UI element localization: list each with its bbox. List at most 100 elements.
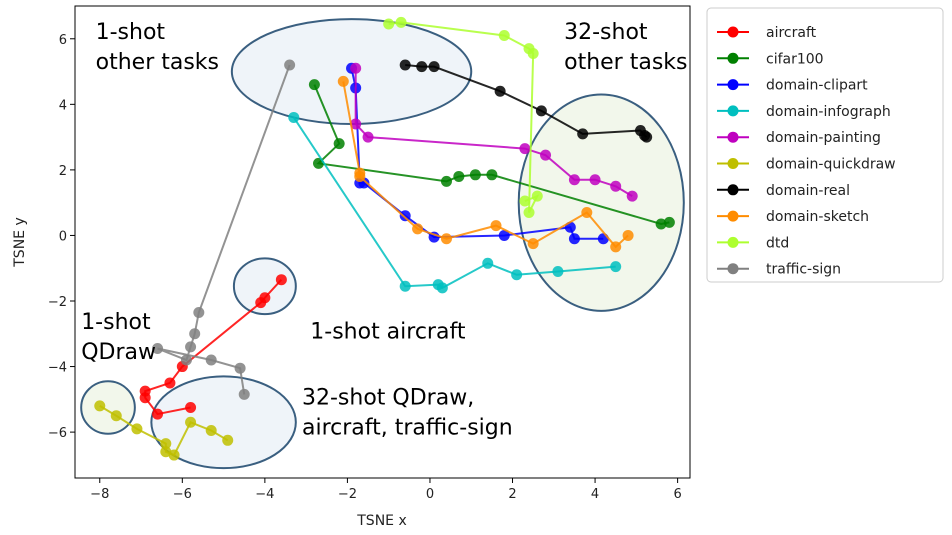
legend-label: domain-real (766, 183, 850, 199)
legend-swatch-marker (727, 210, 739, 222)
legend-item-traffic-sign: traffic-sign (717, 262, 841, 278)
data-point (354, 170, 366, 182)
legend-label: domain-painting (766, 130, 881, 146)
legend-swatch-marker (727, 52, 739, 64)
data-point (189, 328, 201, 340)
data-point (160, 438, 172, 450)
y-tick-label: −4 (48, 361, 67, 376)
data-point (193, 306, 205, 318)
annotation-line: QDraw (81, 340, 156, 365)
data-point (498, 229, 510, 241)
series-cifar100 (308, 79, 675, 230)
data-point (440, 233, 452, 245)
x-tick-label: −2 (338, 487, 357, 502)
legend-item-domain-infograph: domain-infograph (717, 104, 891, 120)
annotation-line: 1-shot aircraft (310, 320, 466, 345)
data-point (180, 354, 192, 366)
data-point (440, 175, 452, 187)
data-point (395, 16, 407, 28)
legend-swatch-marker (727, 184, 739, 196)
data-point (350, 118, 362, 130)
data-point (655, 218, 667, 230)
y-tick-label: −2 (48, 295, 67, 310)
data-point (436, 282, 448, 294)
annotation-line: aircraft, traffic-sign (302, 415, 513, 440)
highlight-ellipse (232, 257, 297, 316)
data-point (663, 216, 675, 228)
x-tick-label: 2 (508, 487, 516, 502)
legend-item-domain-clipart: domain-clipart (717, 78, 868, 94)
legend-swatch-marker (727, 131, 739, 143)
legend-label: cifar100 (766, 51, 824, 67)
legend: aircraftcifar100domain-clipartdomain-inf… (706, 7, 944, 283)
legend-item-domain-sketch: domain-sketch (717, 209, 869, 225)
data-point (531, 190, 543, 202)
legend-label: domain-infograph (766, 104, 891, 120)
data-point (622, 229, 634, 241)
data-point (399, 210, 411, 222)
legend-swatch-marker (727, 26, 739, 38)
highlight-ellipse (80, 380, 136, 435)
annotation-line: other tasks (564, 50, 687, 75)
data-point (527, 48, 539, 60)
series-dtd (383, 16, 543, 218)
x-tick-label: −6 (173, 487, 192, 502)
series-line (157, 64, 291, 395)
series-aircraft (139, 274, 287, 420)
legend-swatch-marker (727, 236, 739, 248)
y-tick-label: 2 (59, 164, 67, 179)
data-point (577, 128, 589, 140)
data-point (416, 61, 428, 73)
y-axis-label: TSNE y (12, 217, 28, 268)
data-point (519, 143, 531, 155)
highlight-ellipse (150, 375, 297, 470)
annotation-line: 32-shot (564, 20, 648, 45)
data-point (255, 297, 267, 309)
data-point (205, 424, 217, 436)
highlight-ellipse (517, 93, 685, 312)
data-point (205, 354, 217, 366)
data-point (238, 388, 250, 400)
x-tick-label: 4 (591, 487, 599, 502)
legend-label: dtd (766, 235, 789, 251)
annotation-text: 1-shot aircraft (310, 320, 466, 345)
plot-frame (74, 5, 691, 479)
y-tick-label: 0 (59, 229, 67, 244)
data-point (486, 169, 498, 181)
series-domain-painting (350, 62, 638, 202)
y-tick-label: 6 (59, 33, 67, 48)
legend-swatch-marker (727, 263, 739, 275)
x-tick-label: 6 (673, 487, 681, 502)
data-point (185, 402, 197, 414)
data-point (168, 449, 180, 461)
data-point (412, 223, 424, 235)
data-point (185, 341, 197, 353)
data-point (275, 274, 287, 286)
data-point (185, 416, 197, 428)
data-point (490, 220, 502, 232)
data-point (139, 392, 151, 404)
data-point (428, 61, 440, 73)
annotation-text: 32-shot QDraw,aircraft, traffic-sign (302, 385, 513, 440)
series-line (292, 116, 616, 290)
data-point (234, 362, 246, 374)
x-axis-label: TSNE x (356, 513, 407, 529)
ellipse-layer (80, 18, 685, 470)
data-point (494, 85, 506, 97)
data-point (362, 131, 374, 143)
legend-box (706, 7, 944, 283)
data-point (568, 174, 580, 186)
legend-item-domain-real: domain-real (717, 183, 850, 199)
data-point (641, 131, 653, 143)
series-domain-infograph (288, 111, 622, 294)
x-tick-label: −8 (90, 487, 109, 502)
data-point (610, 241, 622, 253)
data-point (308, 79, 320, 91)
data-point (482, 257, 494, 269)
data-point (610, 261, 622, 273)
data-point (94, 400, 106, 412)
data-point (540, 149, 552, 161)
